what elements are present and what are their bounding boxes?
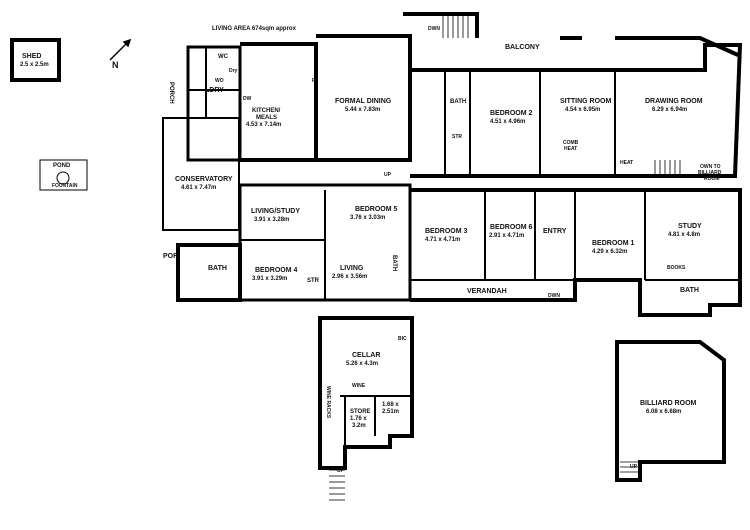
ldry-name: LDRY	[205, 87, 224, 94]
verandah-name: VERANDAH	[467, 288, 507, 295]
wo-label: WO	[215, 78, 224, 84]
conservatory-dims: 4.61 x 7.47m	[181, 185, 216, 191]
study-dims: 4.81 x 4.8m	[668, 232, 700, 238]
study-name: STUDY	[678, 223, 702, 230]
bedroom1-name: BEDROOM 1	[592, 240, 635, 247]
own-to-billiard2: BILLIARD	[698, 170, 722, 176]
dwn-top: DWN	[428, 26, 440, 32]
kitchen-name: KITCHEN/	[252, 108, 281, 114]
comb-heat2: HEAT	[564, 146, 577, 152]
pond-sub: FOUNTAIN	[52, 183, 78, 189]
living-dims: 2.96 x 3.56m	[332, 274, 367, 280]
living-area-header: LIVING AREA 674sqm approx	[212, 26, 297, 32]
books-label: BOOKS	[667, 265, 686, 271]
billiard-dims: 6.08 x 6.68m	[646, 409, 681, 415]
sitting-room-dims: 4.54 x 6.95m	[565, 107, 600, 113]
cellar-small-dims: 1.68 x	[382, 402, 399, 408]
bedroom5-name: BEDROOM 5	[355, 206, 398, 213]
bath-right-name: BATH	[680, 287, 699, 294]
bic-label: BIC	[398, 336, 407, 342]
dwn-bottom: DWN	[548, 293, 560, 299]
formal-dining-name: FORMAL DINING	[335, 98, 392, 105]
up-cellar: UP	[337, 468, 345, 474]
bedroom6-dims: 2.91 x 4.71m	[489, 233, 524, 239]
comb-heat: COMB	[563, 140, 579, 146]
heat-label: HEAT	[620, 160, 633, 166]
bath-left-name: BATH	[208, 265, 227, 272]
compass-icon	[109, 38, 132, 61]
cellar-dims: 5.26 x 4.3m	[346, 361, 378, 367]
kitchen-dims: 4.53 x 7.14m	[246, 122, 281, 128]
drawing-room-name: DRAWING ROOM	[645, 98, 703, 105]
bedroom4-dims: 3.91 x 3.29m	[252, 276, 287, 282]
balcony-name: BALCONY	[505, 44, 540, 51]
pond-box	[39, 159, 88, 191]
living-name: LIVING	[340, 265, 364, 272]
shed-name: SHED	[22, 53, 41, 60]
bath-small-name: BATH	[391, 255, 397, 271]
wc-name: WC	[218, 54, 229, 60]
shed-dims: 2.5 x 2.5m	[20, 62, 49, 68]
store-name: STORE	[350, 409, 371, 415]
bath-upper-name: BATH	[450, 99, 466, 105]
porch-name: PORCH	[168, 82, 174, 104]
up-mid: UP	[384, 172, 392, 178]
bedroom5-dims: 3.76 x 3.03m	[350, 215, 385, 221]
bedroom1-dims: 4.29 x 6.32m	[592, 249, 627, 255]
dry-label: Dry	[229, 68, 238, 74]
formal-dining-dims: 5.44 x 7.83m	[345, 107, 380, 113]
own-to-billiard3: ROOM	[704, 176, 720, 182]
walls	[10, 12, 743, 482]
conservatory-name: CONSERVATORY	[175, 176, 233, 183]
bedroom2-dims: 4.51 x 4.96m	[490, 119, 525, 125]
stair-treads	[329, 14, 681, 501]
wine-label: WINE	[352, 383, 366, 389]
store-dims: 1.76 x	[350, 416, 367, 422]
cellar-small-dims2: 2.51m	[382, 409, 399, 415]
str-label: STR	[452, 134, 462, 140]
kitchen-name2: MEALS	[256, 115, 277, 121]
sitting-room-name: SITTING ROOM	[560, 98, 612, 105]
por-name: POR	[163, 253, 178, 260]
entry-name: ENTRY	[543, 228, 567, 235]
own-to-billiard: OWN TO	[700, 164, 721, 170]
compass-label: N	[112, 60, 119, 70]
str-mid-name: STR	[307, 278, 320, 284]
bedroom6-name: BEDROOM 6	[490, 224, 533, 231]
fridge-label: F	[312, 78, 315, 84]
store-dims2: 3.2m	[352, 423, 366, 429]
bedroom4-name: BEDROOM 4	[255, 267, 298, 274]
interior-walls	[188, 47, 740, 447]
bedroom2-name: BEDROOM 2	[490, 110, 533, 117]
wine-racks-label: WINE RACKS	[325, 386, 331, 419]
living-study-name: LIVING/STUDY	[251, 208, 300, 215]
pond-name: POND	[53, 163, 71, 169]
bedroom3-dims: 4.71 x 4.71m	[425, 237, 460, 243]
billiard-name: BILLIARD ROOM	[640, 400, 697, 407]
bedroom3-name: BEDROOM 3	[425, 228, 468, 235]
drawing-room-dims: 6.29 x 6.94m	[652, 107, 687, 113]
up-billiard: UP	[630, 464, 638, 470]
living-study-dims: 3.91 x 3.28m	[254, 217, 289, 223]
dw-label: DW	[243, 96, 252, 102]
cellar-name: CELLAR	[352, 352, 380, 359]
fountain-icon	[56, 171, 70, 185]
